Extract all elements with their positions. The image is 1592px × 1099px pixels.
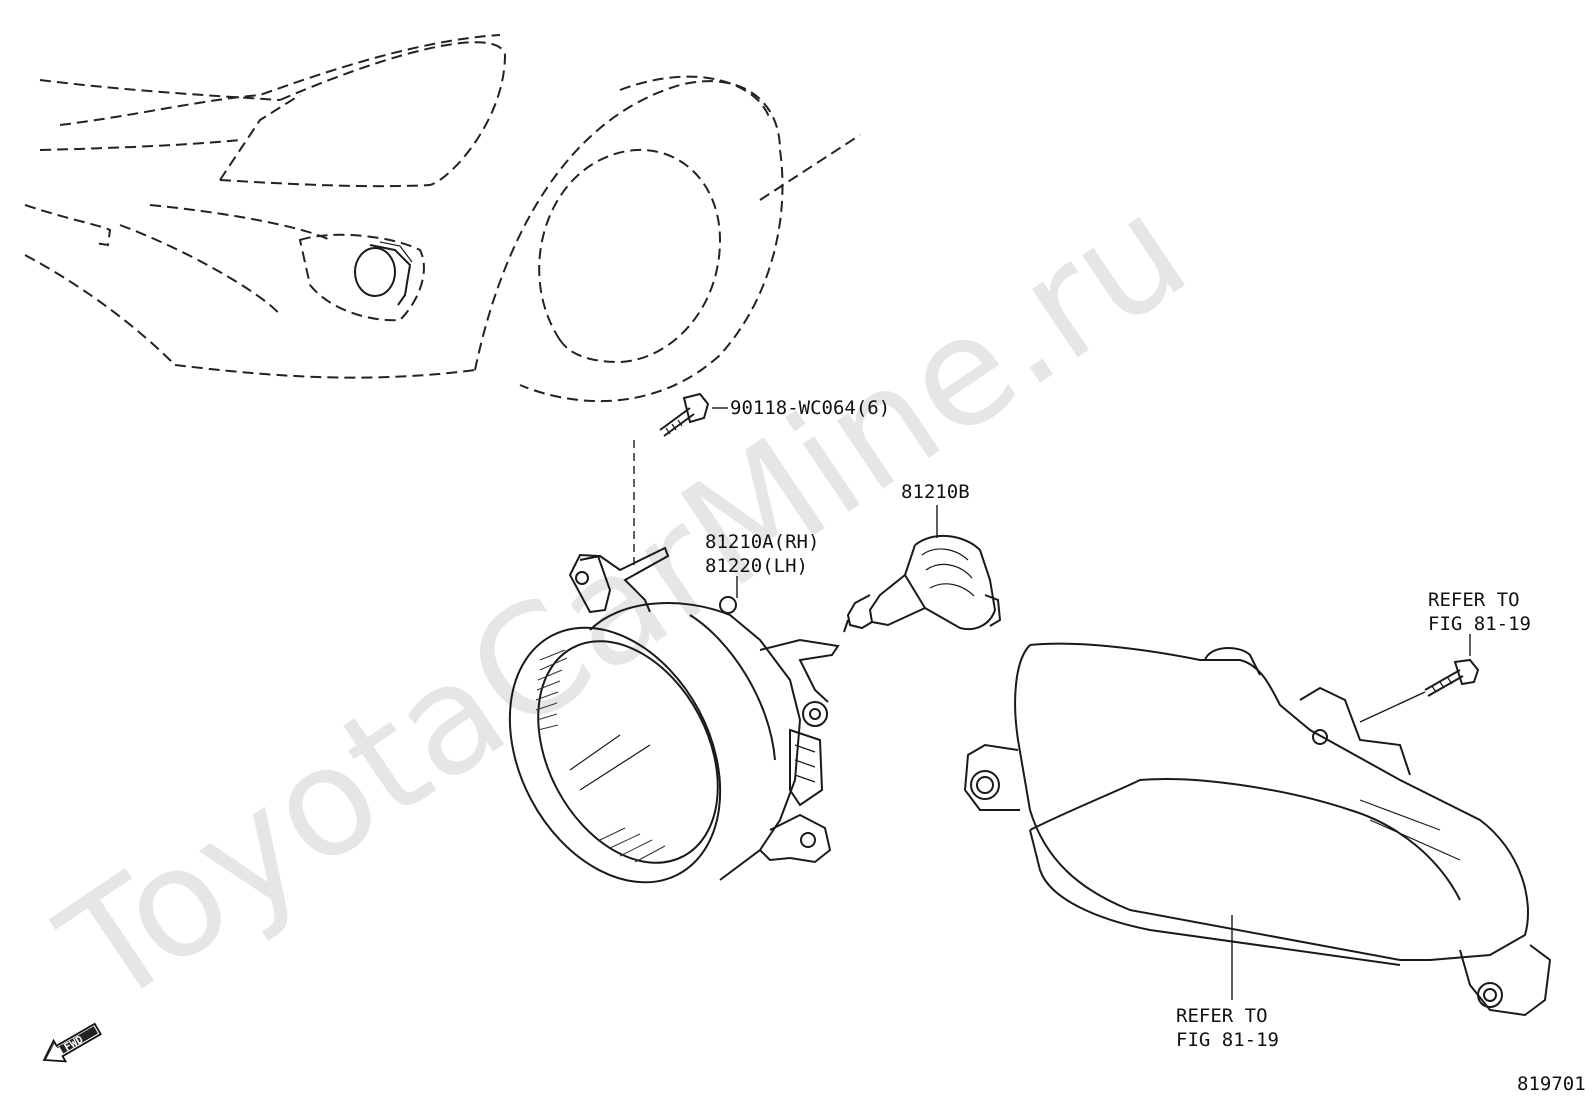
refer-bolt-line1: REFER TO — [1428, 589, 1520, 611]
figure-number: 819701 — [1517, 1073, 1586, 1095]
refer-cover-line2: FIG 81-19 — [1176, 1029, 1279, 1051]
watermark: ToyotaCarMine.ru — [32, 163, 1216, 1041]
refer-cover-line1: REFER TO — [1176, 1005, 1268, 1027]
bolt-90118 — [659, 392, 710, 437]
bulb-part-label: 81210B — [901, 481, 970, 503]
fog-lamp-cover — [963, 642, 1552, 1017]
cover-screw — [1424, 658, 1480, 697]
fog-lamp-assembly — [508, 546, 840, 884]
fog-lamp-lh-label: 81220(LH) — [705, 555, 808, 577]
bolt-part-label: 90118-WC064(6) — [730, 397, 890, 419]
car-body-outline — [24, 34, 861, 402]
fwd-arrow-icon: FWD — [42, 1022, 102, 1063]
fog-lamp-location-marker — [354, 241, 413, 306]
fog-lamp-rh-label: 81210A(RH) — [705, 531, 819, 553]
bulb-81210b — [843, 534, 1002, 633]
refer-bolt-line2: FIG 81-19 — [1428, 613, 1531, 635]
